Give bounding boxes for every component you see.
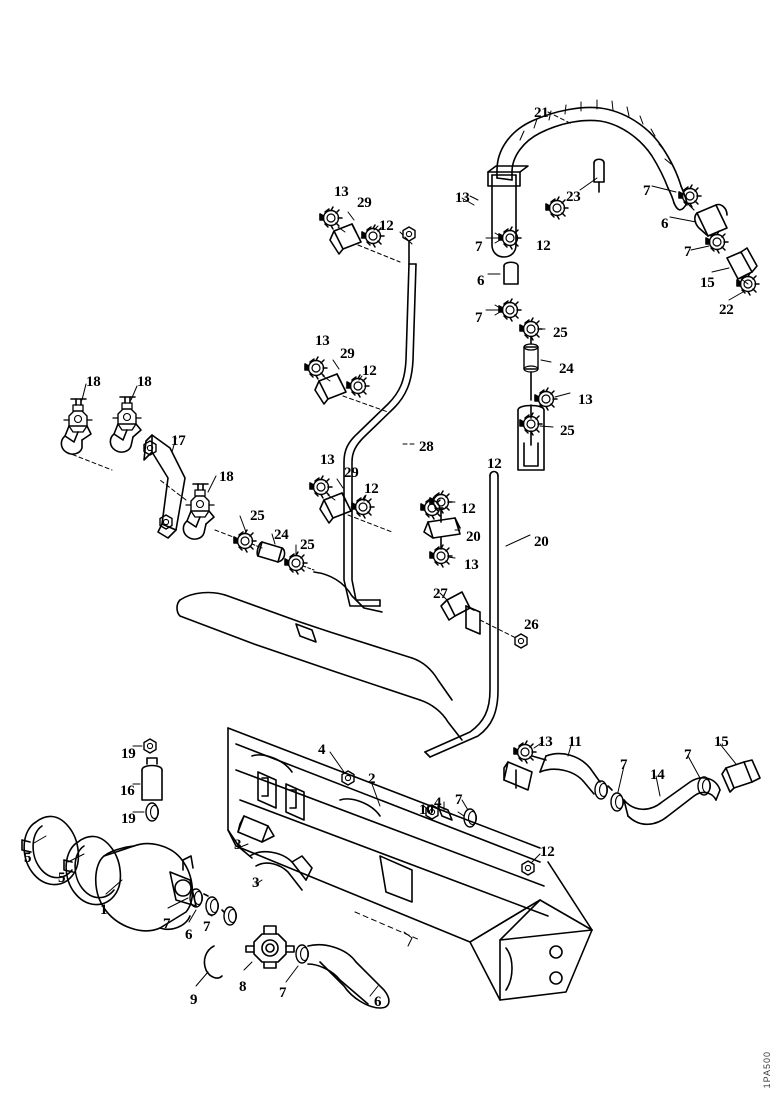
callout-21: 21	[534, 105, 549, 121]
callout-13: 13	[538, 734, 553, 750]
callout-6: 6	[185, 927, 193, 943]
callout-3: 3	[252, 875, 260, 891]
callout-7: 7	[455, 792, 463, 808]
callout-24: 24	[559, 361, 574, 377]
callout-13: 13	[334, 184, 349, 200]
callout-20: 20	[534, 534, 549, 550]
callout-7: 7	[475, 239, 483, 255]
callout-2: 2	[368, 771, 376, 787]
callout-5: 5	[24, 850, 32, 866]
callout-11: 11	[568, 734, 582, 750]
callout-1: 1	[100, 902, 108, 918]
callout-13: 13	[455, 190, 470, 206]
callout-13: 13	[315, 333, 330, 349]
callout-4: 4	[318, 742, 326, 758]
callout-29: 29	[340, 346, 355, 362]
callout-25: 25	[300, 537, 315, 553]
callout-18: 18	[86, 374, 101, 390]
callout-4: 4	[434, 795, 442, 811]
callout-15: 15	[700, 275, 715, 291]
callout-25: 25	[560, 423, 575, 439]
callout-12: 12	[536, 238, 551, 254]
callout-19: 19	[121, 746, 136, 762]
callout-10: 10	[419, 802, 434, 818]
callout-14: 14	[650, 767, 665, 783]
callout-7: 7	[643, 183, 651, 199]
sheet-code-watermark: 1PA500	[762, 1050, 772, 1088]
callout-18: 18	[137, 374, 152, 390]
callout-20: 20	[466, 529, 481, 545]
callout-7: 7	[279, 985, 287, 1001]
callout-6: 6	[477, 273, 485, 289]
callout-8: 8	[239, 979, 247, 995]
callout-12: 12	[461, 501, 476, 517]
callout-25: 25	[250, 508, 265, 524]
callout-12: 12	[362, 363, 377, 379]
callout-13: 13	[320, 452, 335, 468]
callout-12: 12	[379, 218, 394, 234]
callout-16: 16	[120, 783, 135, 799]
callout-3: 3	[234, 837, 242, 853]
callout-28: 28	[419, 439, 434, 455]
callout-29: 29	[344, 465, 359, 481]
callout-23: 23	[566, 189, 581, 205]
callout-7: 7	[620, 757, 628, 773]
callout-7: 7	[163, 916, 171, 932]
callout-19: 19	[121, 811, 136, 827]
callout-17: 17	[171, 433, 186, 449]
callout-22: 22	[719, 302, 734, 318]
callout-12: 12	[487, 456, 502, 472]
callout-15: 15	[714, 734, 729, 750]
callout-25: 25	[553, 325, 568, 341]
callout-13: 13	[464, 557, 479, 573]
callout-26: 26	[524, 617, 539, 633]
callout-6: 6	[661, 216, 669, 232]
callout-24: 24	[274, 527, 289, 543]
callout-18: 18	[219, 469, 234, 485]
callout-7: 7	[684, 244, 692, 260]
callout-27: 27	[433, 586, 448, 602]
callout-7: 7	[684, 747, 692, 763]
callout-13: 13	[578, 392, 593, 408]
callout-12: 12	[540, 844, 555, 860]
callout-12: 12	[364, 481, 379, 497]
callout-5: 5	[58, 870, 66, 886]
callout-9: 9	[190, 992, 198, 1008]
callout-7: 7	[475, 310, 483, 326]
callout-7: 7	[203, 919, 211, 935]
callout-29: 29	[357, 195, 372, 211]
callout-6: 6	[374, 994, 382, 1010]
